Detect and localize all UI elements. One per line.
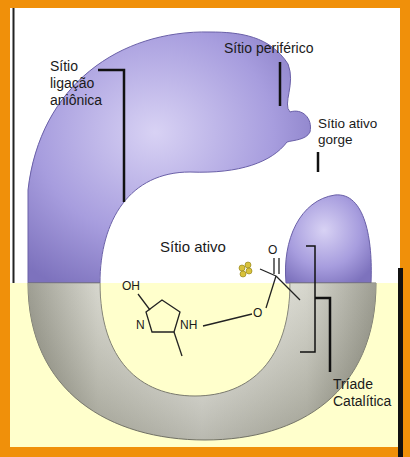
bond [203,314,252,326]
atom-label: NH [180,318,206,332]
atom-label: O [268,243,284,257]
bond [266,276,276,308]
leader-line [315,298,330,372]
double-bond [278,258,279,274]
lower-ground [10,283,398,447]
bond [273,258,274,274]
bond [138,294,150,310]
triad-bracket [300,246,315,352]
atom-label: O [253,306,269,320]
substrate-blob [239,262,252,277]
atom-label: OH [122,279,152,293]
imidazole-ring [146,300,180,332]
enzyme-upper-lobe [28,32,310,283]
leader-bracket [98,70,124,202]
frame-line [13,8,15,283]
ring-shade [28,283,376,440]
leader-line [317,152,320,172]
bond [174,332,182,356]
bond [276,276,300,300]
enzyme-lower-ring [28,283,376,440]
triad-label: Tríade Catalítica [333,376,397,410]
leader-line [279,62,282,106]
enzyme-right-lobe [285,195,371,283]
site-label: Sítio ativo gorge [318,116,396,148]
site-label: Sítio ligação aniônica [50,58,112,108]
frame-bar [398,268,403,457]
site-label: Sítio ativo [160,238,270,256]
site-label: Sítio periférico [224,40,354,57]
upper-ground [10,8,400,283]
atom-label: N [136,318,152,332]
